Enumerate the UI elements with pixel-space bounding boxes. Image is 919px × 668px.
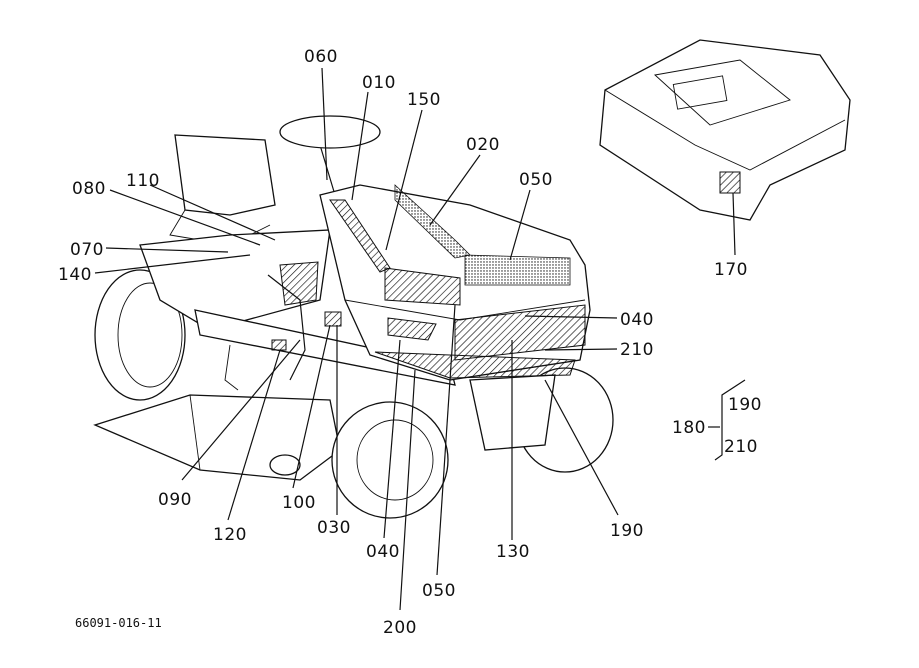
label-190-group: 190 (728, 395, 762, 415)
decal-050-front (464, 254, 571, 286)
decal-040-hood-band (454, 304, 586, 361)
rear-wheel (94, 269, 186, 401)
label-040: 040 (620, 310, 654, 330)
label-010: 010 (362, 73, 396, 93)
label-130: 130 (496, 542, 530, 562)
hood-detail-view (599, 39, 851, 221)
decal-170 (719, 171, 741, 194)
decal-010-side-stripe (329, 199, 391, 273)
label-120: 120 (213, 525, 247, 545)
seat (174, 134, 276, 216)
label-060: 060 (304, 47, 338, 67)
label-040-lower: 040 (366, 542, 400, 562)
decal-200-bottom-strip (374, 351, 576, 379)
label-110: 110 (126, 171, 160, 191)
label-210-group: 210 (724, 437, 758, 457)
decal-050-side (384, 267, 461, 306)
label-090: 090 (158, 490, 192, 510)
label-150: 150 (407, 90, 441, 110)
label-030: 030 (317, 518, 351, 538)
leader-lines (94, 67, 746, 611)
label-210: 210 (620, 340, 654, 360)
label-050-lower: 050 (422, 581, 456, 601)
label-050: 050 (519, 170, 553, 190)
label-190: 190 (610, 521, 644, 541)
decal-rear-fender (279, 261, 319, 306)
decal-040-lower (387, 317, 437, 341)
document-code: 66091-016-11 (75, 616, 162, 630)
label-080: 080 (72, 179, 106, 199)
part-labels: 060 010 150 020 050 110 080 070 140 040 … (58, 47, 762, 638)
steering-wheel (279, 115, 381, 149)
label-200: 200 (383, 618, 417, 638)
rear-fender (139, 229, 331, 331)
label-170: 170 (714, 260, 748, 280)
label-100: 100 (282, 493, 316, 513)
label-180: 180 (672, 418, 706, 438)
label-020: 020 (466, 135, 500, 155)
label-140: 140 (58, 265, 92, 285)
label-070: 070 (70, 240, 104, 260)
